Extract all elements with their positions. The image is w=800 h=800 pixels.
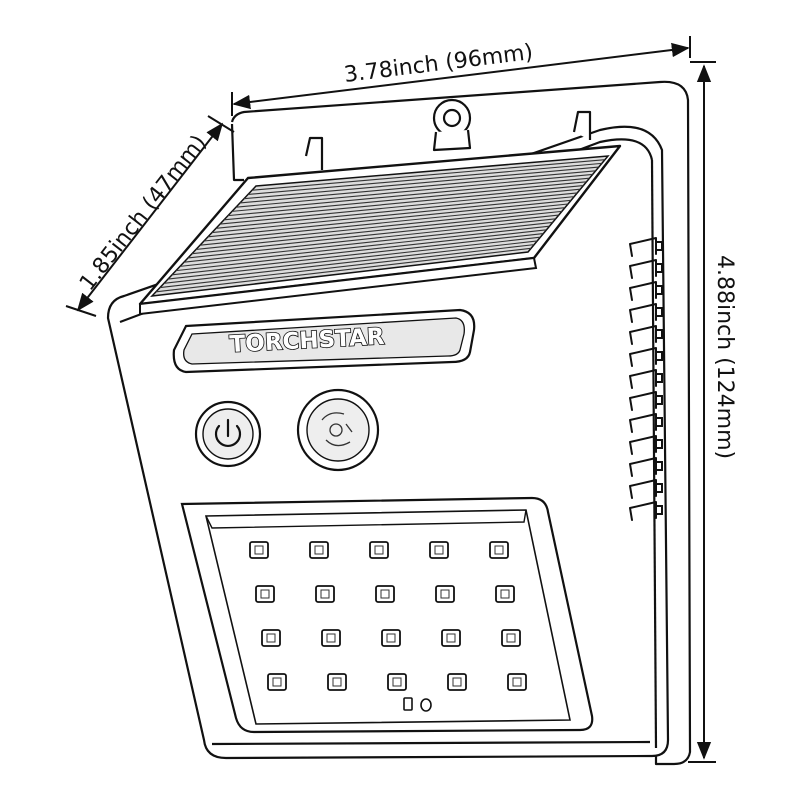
dimension-height <box>688 61 716 763</box>
led-chip <box>321 629 341 647</box>
solar-cell-line <box>191 214 559 255</box>
solar-cell-line <box>251 159 605 191</box>
led-grid <box>249 541 527 691</box>
dimension-width <box>231 36 691 116</box>
solar-cell-line <box>243 166 599 200</box>
vent-opening <box>655 285 663 295</box>
solar-cell-line <box>159 244 535 289</box>
led-chip <box>255 585 275 603</box>
vent-opening <box>655 505 663 515</box>
hanging-hole <box>442 108 462 128</box>
solar-cell-line <box>207 199 572 238</box>
width-label: 3.78inch (96mm) <box>343 40 535 88</box>
solar-cell-line <box>203 203 569 242</box>
solar-cell-line <box>167 236 541 280</box>
solar-cell-line <box>231 177 590 212</box>
vent-opening <box>655 241 663 251</box>
solar-cell-line <box>179 225 550 267</box>
led-chip <box>267 673 287 691</box>
vent-opening <box>655 417 663 427</box>
height-label: 4.88inch (124mm) <box>712 255 737 459</box>
solar-cell-line <box>171 232 544 276</box>
led-chip <box>435 585 455 603</box>
depth-dimension-line <box>76 122 224 312</box>
led-panel <box>180 496 594 734</box>
vent-opening <box>655 329 663 339</box>
solar-cell-line <box>175 229 547 272</box>
side-vents <box>629 237 663 521</box>
solar-cell-line <box>219 188 581 225</box>
solar-panel-lower-lip <box>139 256 538 316</box>
solar-cell-line <box>247 162 602 196</box>
led-chip <box>447 673 467 691</box>
solar-cell-line <box>183 221 553 263</box>
led-panel-window <box>204 509 571 725</box>
led-chip <box>375 585 395 603</box>
brand-plate: TORCHSTAR <box>172 308 476 374</box>
housing-inner-edge <box>119 138 654 324</box>
width-dimension-line <box>232 42 690 110</box>
power-button[interactable] <box>194 400 262 468</box>
led-chip <box>381 629 401 647</box>
solar-cell-line <box>223 184 584 221</box>
brand-plate-inset <box>183 317 465 365</box>
led-chip <box>507 673 527 691</box>
solar-cell-line <box>239 170 596 204</box>
led-chip <box>387 673 407 691</box>
solar-cell-line <box>215 192 578 229</box>
vent-opening <box>655 461 663 471</box>
vent-opening <box>655 439 663 449</box>
solar-panel <box>138 144 622 316</box>
led-chip <box>315 585 335 603</box>
vent-opening <box>655 373 663 383</box>
solar-cell-line <box>187 218 556 259</box>
vent-opening <box>655 263 663 273</box>
led-chip <box>429 541 449 559</box>
vent-opening <box>655 307 663 317</box>
led-chip <box>249 541 269 559</box>
led-chip <box>327 673 347 691</box>
led-panel-inner-top <box>205 509 527 529</box>
mounting-bracket <box>230 98 592 182</box>
solar-cell-line <box>155 247 532 293</box>
housing-side-edge <box>650 159 658 749</box>
solar-cell-line <box>199 207 565 246</box>
motion-sensor-icon <box>321 412 353 447</box>
solar-cell-line <box>211 196 575 234</box>
solar-panel-lines <box>155 159 605 293</box>
led-chip <box>441 629 461 647</box>
vent-opening <box>655 351 663 361</box>
vent-opening <box>655 395 663 405</box>
led-chip <box>309 541 329 559</box>
bracket-tab-left <box>304 136 324 170</box>
led-chip <box>369 541 389 559</box>
solar-cell-line <box>227 181 587 217</box>
power-button-icon <box>214 418 242 448</box>
led-panel-indicators <box>403 697 432 712</box>
solar-cell-line <box>235 173 593 208</box>
led-chip <box>501 629 521 647</box>
vent-opening <box>655 483 663 493</box>
led-chip <box>495 585 515 603</box>
dimension-depth <box>65 115 235 317</box>
indicator-light-right <box>420 698 432 712</box>
solar-cell-line <box>195 210 562 251</box>
led-chip <box>489 541 509 559</box>
led-chip <box>261 629 281 647</box>
indicator-light-left <box>403 697 413 711</box>
housing-bottom-lip <box>211 740 651 746</box>
motion-sensor <box>296 388 380 472</box>
bracket-tab-right <box>572 110 592 140</box>
solar-cell-line <box>163 240 538 284</box>
